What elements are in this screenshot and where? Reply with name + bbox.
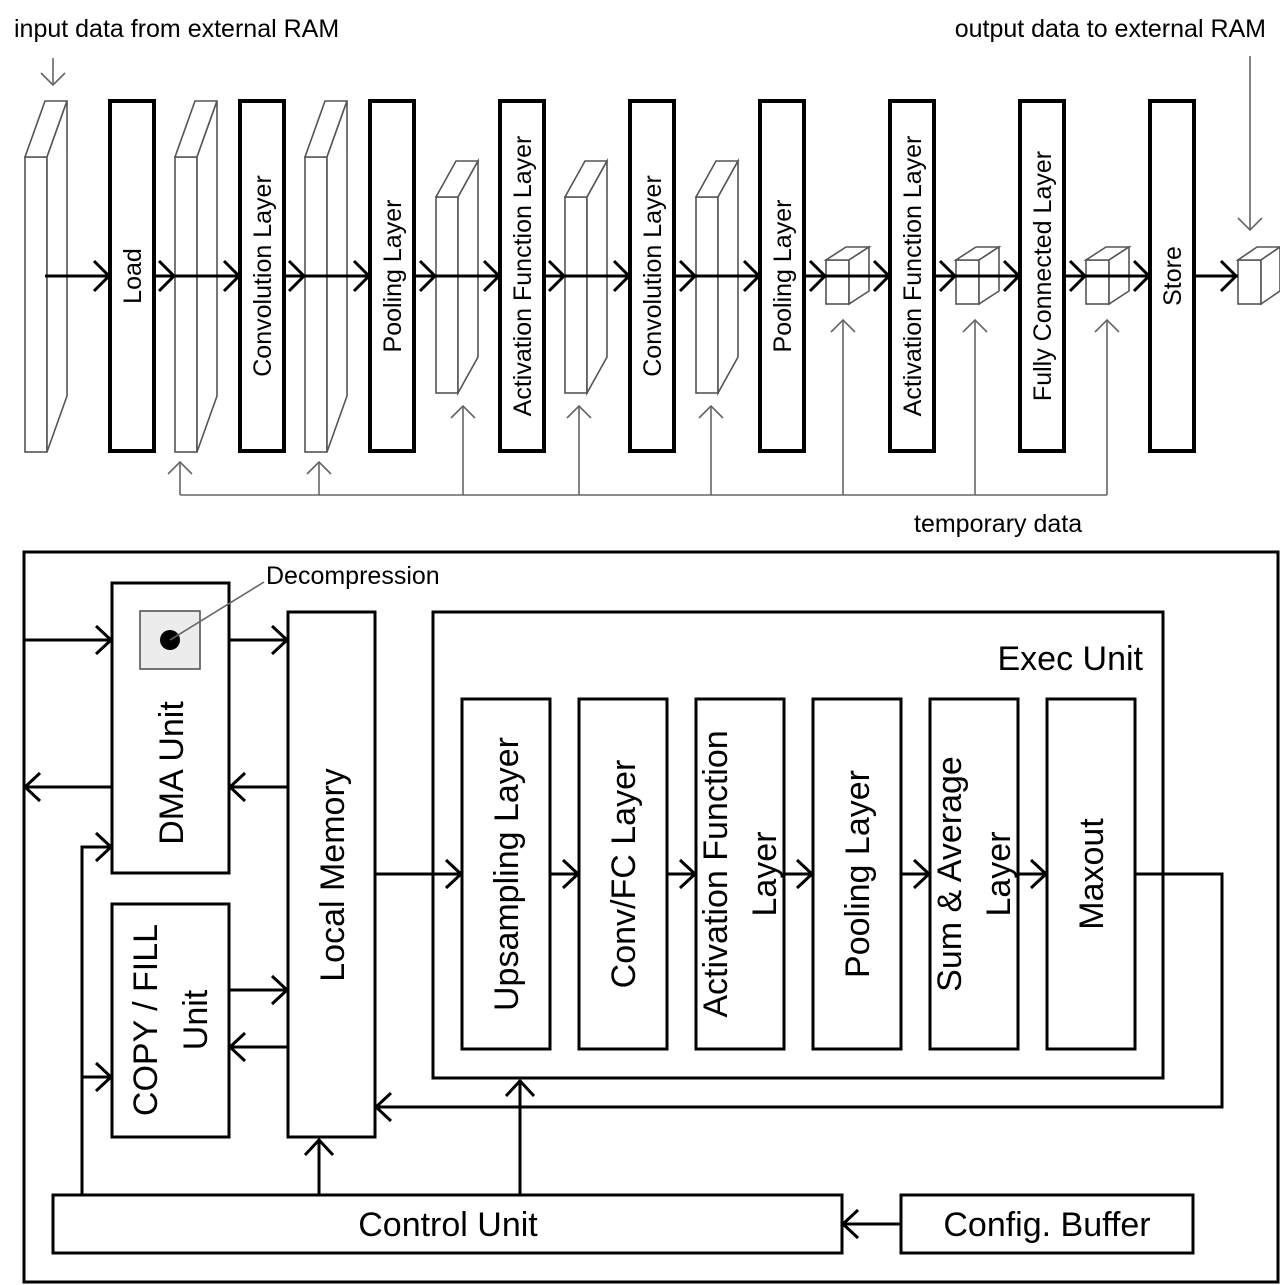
stage-pooling-1: Pooling Layer: [368, 99, 416, 453]
exec-layer-activation-label-line2: Layer: [746, 831, 784, 916]
dma-unit-label: DMA Unit: [153, 701, 191, 845]
stage-activation-1-label: Activation Function Layer: [509, 136, 537, 417]
exec-unit: Exec Unit: [431, 610, 1165, 1080]
stage-pooling-2-label: Pooling Layer: [769, 200, 797, 353]
stage-store-label: Store: [1159, 246, 1187, 306]
exec-layer-pooling-label: Pooling Layer: [839, 770, 877, 978]
stage-fully-connected-label: Fully Connected Layer: [1029, 151, 1057, 401]
accelerator-outer-frame: [22, 550, 1280, 1284]
config-buffer: Config. Buffer: [899, 1193, 1195, 1255]
data-slab-2: [303, 100, 349, 453]
control-unit-label: Control Unit: [358, 1206, 538, 1244]
decompression-label: Decompression: [266, 562, 440, 590]
input-data-label: input data from external RAM: [14, 15, 339, 43]
stage-pooling-1-label: Pooling Layer: [379, 200, 407, 353]
stage-fully-connected: Fully Connected Layer: [1018, 99, 1066, 453]
stage-convolution-2-label: Convolution Layer: [639, 175, 667, 377]
exec-layer-maxout: Maxout: [1045, 697, 1137, 1051]
stage-load: Load: [108, 99, 156, 453]
exec-layer-sum-average-label-line2: Layer: [980, 831, 1018, 916]
stage-store: Store: [1148, 99, 1196, 453]
pipeline-arrowheads: [92, 259, 1239, 293]
control-unit: Control Unit: [51, 1193, 844, 1255]
exec-layer-activation-label-line1: Activation Function: [697, 730, 735, 1017]
stage-activation-1: Activation Function Layer: [498, 99, 546, 453]
config-buffer-label: Config. Buffer: [943, 1206, 1150, 1244]
output-arrow: [1237, 56, 1263, 232]
exec-layer-upsampling: Upsampling Layer: [460, 697, 552, 1051]
exec-layer-sum-average-label-line1: Sum & Average: [931, 756, 969, 992]
exec-layer-upsampling-label: Upsampling Layer: [488, 737, 526, 1011]
exec-unit-label: Exec Unit: [998, 640, 1144, 678]
data-cube-2: [953, 245, 1002, 306]
output-data-label: output data to external RAM: [955, 15, 1266, 43]
input-arrow: [40, 58, 66, 87]
copy-fill-unit-label-line1: COPY / FILL: [127, 924, 165, 1116]
temporary-data-bus: [167, 318, 1120, 496]
data-slab-input: [23, 100, 69, 453]
local-memory: Local Memory: [286, 610, 377, 1139]
exec-layer-conv-fc-label: Conv/FC Layer: [605, 760, 643, 989]
temporary-data-label: temporary data: [914, 510, 1082, 538]
stage-convolution-1: Convolution Layer: [238, 99, 286, 453]
data-cube-output: [1235, 246, 1280, 306]
stage-load-label: Load: [119, 248, 147, 304]
exec-layer-maxout-label: Maxout: [1073, 818, 1111, 930]
decompression-block: [139, 581, 265, 670]
stage-activation-2-label: Activation Function Layer: [899, 136, 927, 417]
copy-fill-unit-label-line2: Unit: [177, 989, 215, 1050]
exec-layer-pooling: Pooling Layer: [811, 697, 903, 1051]
stage-activation-2: Activation Function Layer: [888, 99, 936, 453]
stage-convolution-2: Convolution Layer: [628, 99, 676, 453]
exec-layer-sum-average: Sum & Average Layer: [928, 697, 1020, 1051]
data-slab-5: [694, 157, 740, 397]
stage-pooling-2: Pooling Layer: [758, 99, 806, 453]
exec-layer-activation: Activation Function Layer: [694, 697, 786, 1051]
local-memory-label: Local Memory: [314, 768, 352, 982]
architecture-connections: [22, 624, 1224, 1240]
exec-layer-conv-fc: Conv/FC Layer: [577, 697, 669, 1051]
copy-fill-unit: COPY / FILL Unit: [110, 902, 231, 1139]
stage-convolution-1-label: Convolution Layer: [249, 175, 277, 377]
